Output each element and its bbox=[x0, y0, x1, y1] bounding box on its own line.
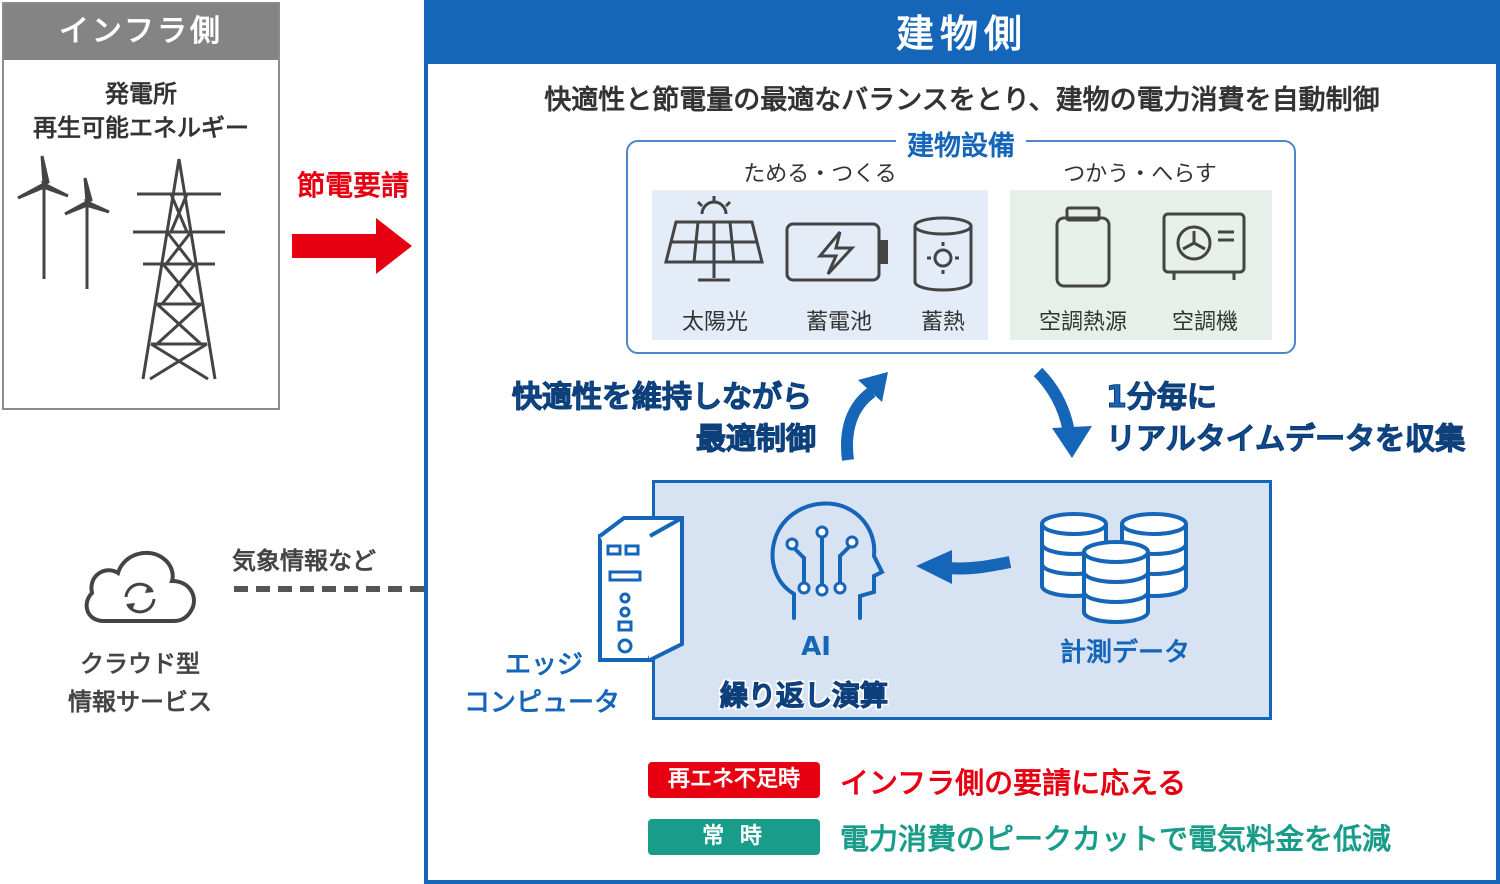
data-to-ai-arrow bbox=[916, 550, 1012, 584]
control-arrow-icon bbox=[841, 372, 888, 461]
optimal-control-text: 快適性を維持しながら bbox=[512, 380, 813, 416]
battery-label: 蓄電池 bbox=[805, 310, 872, 335]
store-group-title: ためる・つくる bbox=[743, 162, 897, 187]
data-collect-text: 1分毎に bbox=[1106, 380, 1218, 416]
weather-info-label: 気象情報など bbox=[232, 547, 376, 575]
edge-label: エッジ bbox=[504, 650, 583, 680]
normal-badge: 常 時 bbox=[648, 819, 820, 855]
data-collect-text-2: リアルタイムデータを収集 bbox=[1105, 422, 1466, 458]
cloud-service-label: クラウド型 bbox=[80, 650, 200, 678]
infra-panel: インフラ側 発電所 再生可能エネルギー bbox=[2, 2, 280, 410]
ai-label: AI bbox=[801, 632, 831, 662]
building-subtitle: 快適性と節電量の最適なバランスをとり、建物の電力消費を自動制御 bbox=[544, 85, 1380, 116]
plant-label: 発電所 bbox=[105, 80, 177, 108]
collect-arrow-icon bbox=[1033, 368, 1092, 458]
store-area bbox=[652, 190, 988, 340]
normal-text: 電力消費のピークカットで電気料金を低減 bbox=[840, 822, 1392, 856]
equipment-title: 建物設備 bbox=[896, 124, 1026, 163]
request-arrow-icon bbox=[292, 218, 412, 274]
ac-unit-label: 空調機 bbox=[1171, 310, 1238, 335]
renewable-label: 再生可能エネルギー bbox=[33, 114, 249, 142]
hvac-source-label: 空調熱源 bbox=[1038, 310, 1127, 335]
heat-storage-icon bbox=[913, 216, 973, 292]
shortage-text: インフラ側の要請に応える bbox=[840, 766, 1187, 800]
ai-iterate-label: 繰り返し演算 bbox=[719, 679, 889, 713]
cloud-icon bbox=[84, 550, 196, 623]
solar-panel-icon bbox=[664, 196, 764, 282]
wind-turbine-icon bbox=[17, 155, 110, 289]
building-title: 建物側 bbox=[428, 4, 1496, 64]
hvac-source-icon bbox=[1055, 206, 1111, 288]
ai-head-icon bbox=[770, 501, 885, 620]
battery-icon bbox=[785, 222, 888, 282]
power-pylon-icon bbox=[133, 158, 225, 381]
optimal-control-text-2: 最適制御 bbox=[696, 422, 817, 458]
solar-label: 太陽光 bbox=[681, 310, 748, 335]
database-icon bbox=[1040, 512, 1188, 624]
shortage-badge: 再エネ不足時 bbox=[648, 762, 820, 798]
infra-title: インフラ側 bbox=[4, 4, 278, 60]
heat-storage-label: 蓄熱 bbox=[920, 310, 965, 335]
power-saving-request-label: 節電要請 bbox=[296, 169, 409, 202]
cloud-service-label-2: 情報サービス bbox=[68, 688, 212, 716]
measurement-data-label: 計測データ bbox=[1059, 638, 1190, 668]
ac-unit-icon bbox=[1162, 212, 1246, 280]
edge-computer-label: コンピュータ bbox=[463, 688, 620, 718]
edge-computer-icon bbox=[598, 516, 684, 662]
use-group-title: つかう・へらす bbox=[1063, 162, 1217, 187]
